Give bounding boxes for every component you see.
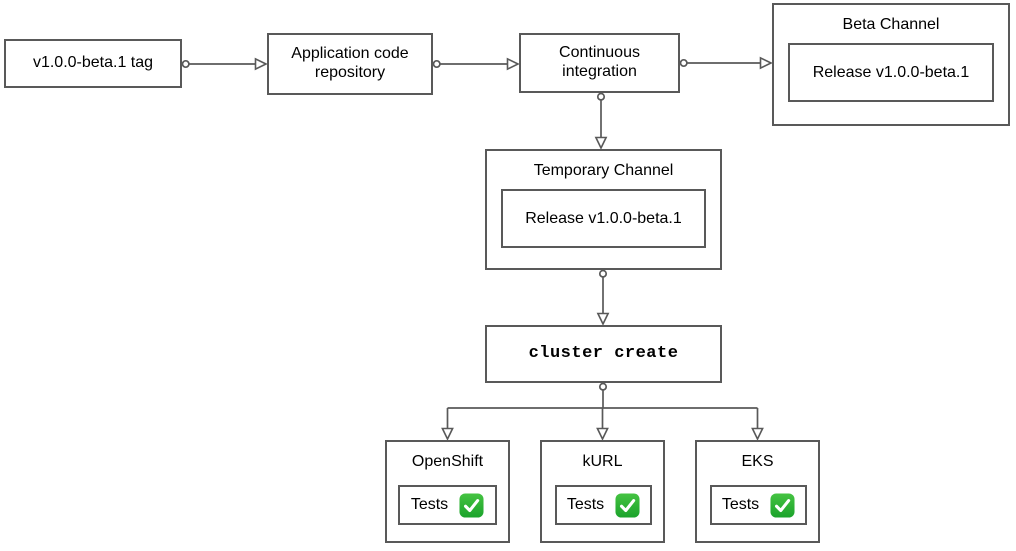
node-version-tag: v1.0.0-beta.1 tag: [4, 39, 182, 88]
connector-ci-to-temporary-channel: [594, 92, 608, 150]
arrowhead-icon: [441, 427, 454, 441]
temporary-channel-title: Temporary Channel: [533, 162, 674, 179]
connector-ci-to-beta-channel: [679, 56, 773, 70]
openshift-tests-box: Tests: [398, 485, 497, 525]
connector-repo-to-ci: [432, 57, 520, 71]
tests-label: Tests: [721, 496, 760, 513]
version-tag-label: v1.0.0-beta.1 tag: [32, 54, 154, 72]
eks-tests-box: Tests: [710, 485, 807, 525]
temporary-release-label: Release v1.0.0-beta.1: [525, 209, 682, 227]
arrowhead-icon: [254, 57, 268, 71]
beta-channel-title: Beta Channel: [842, 16, 940, 33]
repository-label: Application code repository: [291, 45, 409, 81]
check-mark-icon: [459, 492, 484, 518]
temporary-release-box: Release v1.0.0-beta.1: [501, 189, 706, 248]
connector-temporary-channel-to-cluster-create: [596, 269, 610, 326]
arrowhead-icon: [759, 56, 773, 70]
check-mark-icon: [770, 492, 795, 518]
openshift-title: OpenShift: [411, 453, 484, 470]
node-openshift: OpenShift Tests: [385, 440, 510, 543]
beta-release-box: Release v1.0.0-beta.1: [788, 43, 994, 102]
node-kurl: kURL Tests: [540, 440, 665, 543]
connector-tag-to-repo: [181, 57, 268, 71]
node-temporary-channel: Temporary Channel Release v1.0.0-beta.1: [485, 149, 722, 270]
check-mark-icon: [615, 492, 640, 518]
tests-label: Tests: [566, 496, 605, 513]
node-continuous-integration: Continuous integration: [519, 33, 680, 93]
cluster-create-label: cluster create: [528, 343, 679, 363]
arrowhead-icon: [751, 427, 764, 441]
node-beta-channel: Beta Channel Release v1.0.0-beta.1: [772, 3, 1010, 126]
arrowhead-icon: [594, 136, 608, 150]
node-cluster-create: cluster create: [485, 325, 722, 383]
arrowhead-icon: [506, 57, 520, 71]
beta-release-label: Release v1.0.0-beta.1: [812, 63, 970, 81]
connector-cluster-create-to-clusters: [441, 382, 764, 441]
kurl-title: kURL: [582, 453, 623, 470]
tests-label: Tests: [410, 496, 449, 513]
arrowhead-icon: [596, 427, 609, 441]
node-application-code-repository: Application code repository: [267, 33, 433, 95]
kurl-tests-box: Tests: [555, 485, 652, 525]
eks-title: EKS: [741, 453, 774, 470]
arrowhead-icon: [596, 312, 610, 326]
node-eks: EKS Tests: [695, 440, 820, 543]
continuous-integration-label: Continuous integration: [559, 44, 640, 80]
